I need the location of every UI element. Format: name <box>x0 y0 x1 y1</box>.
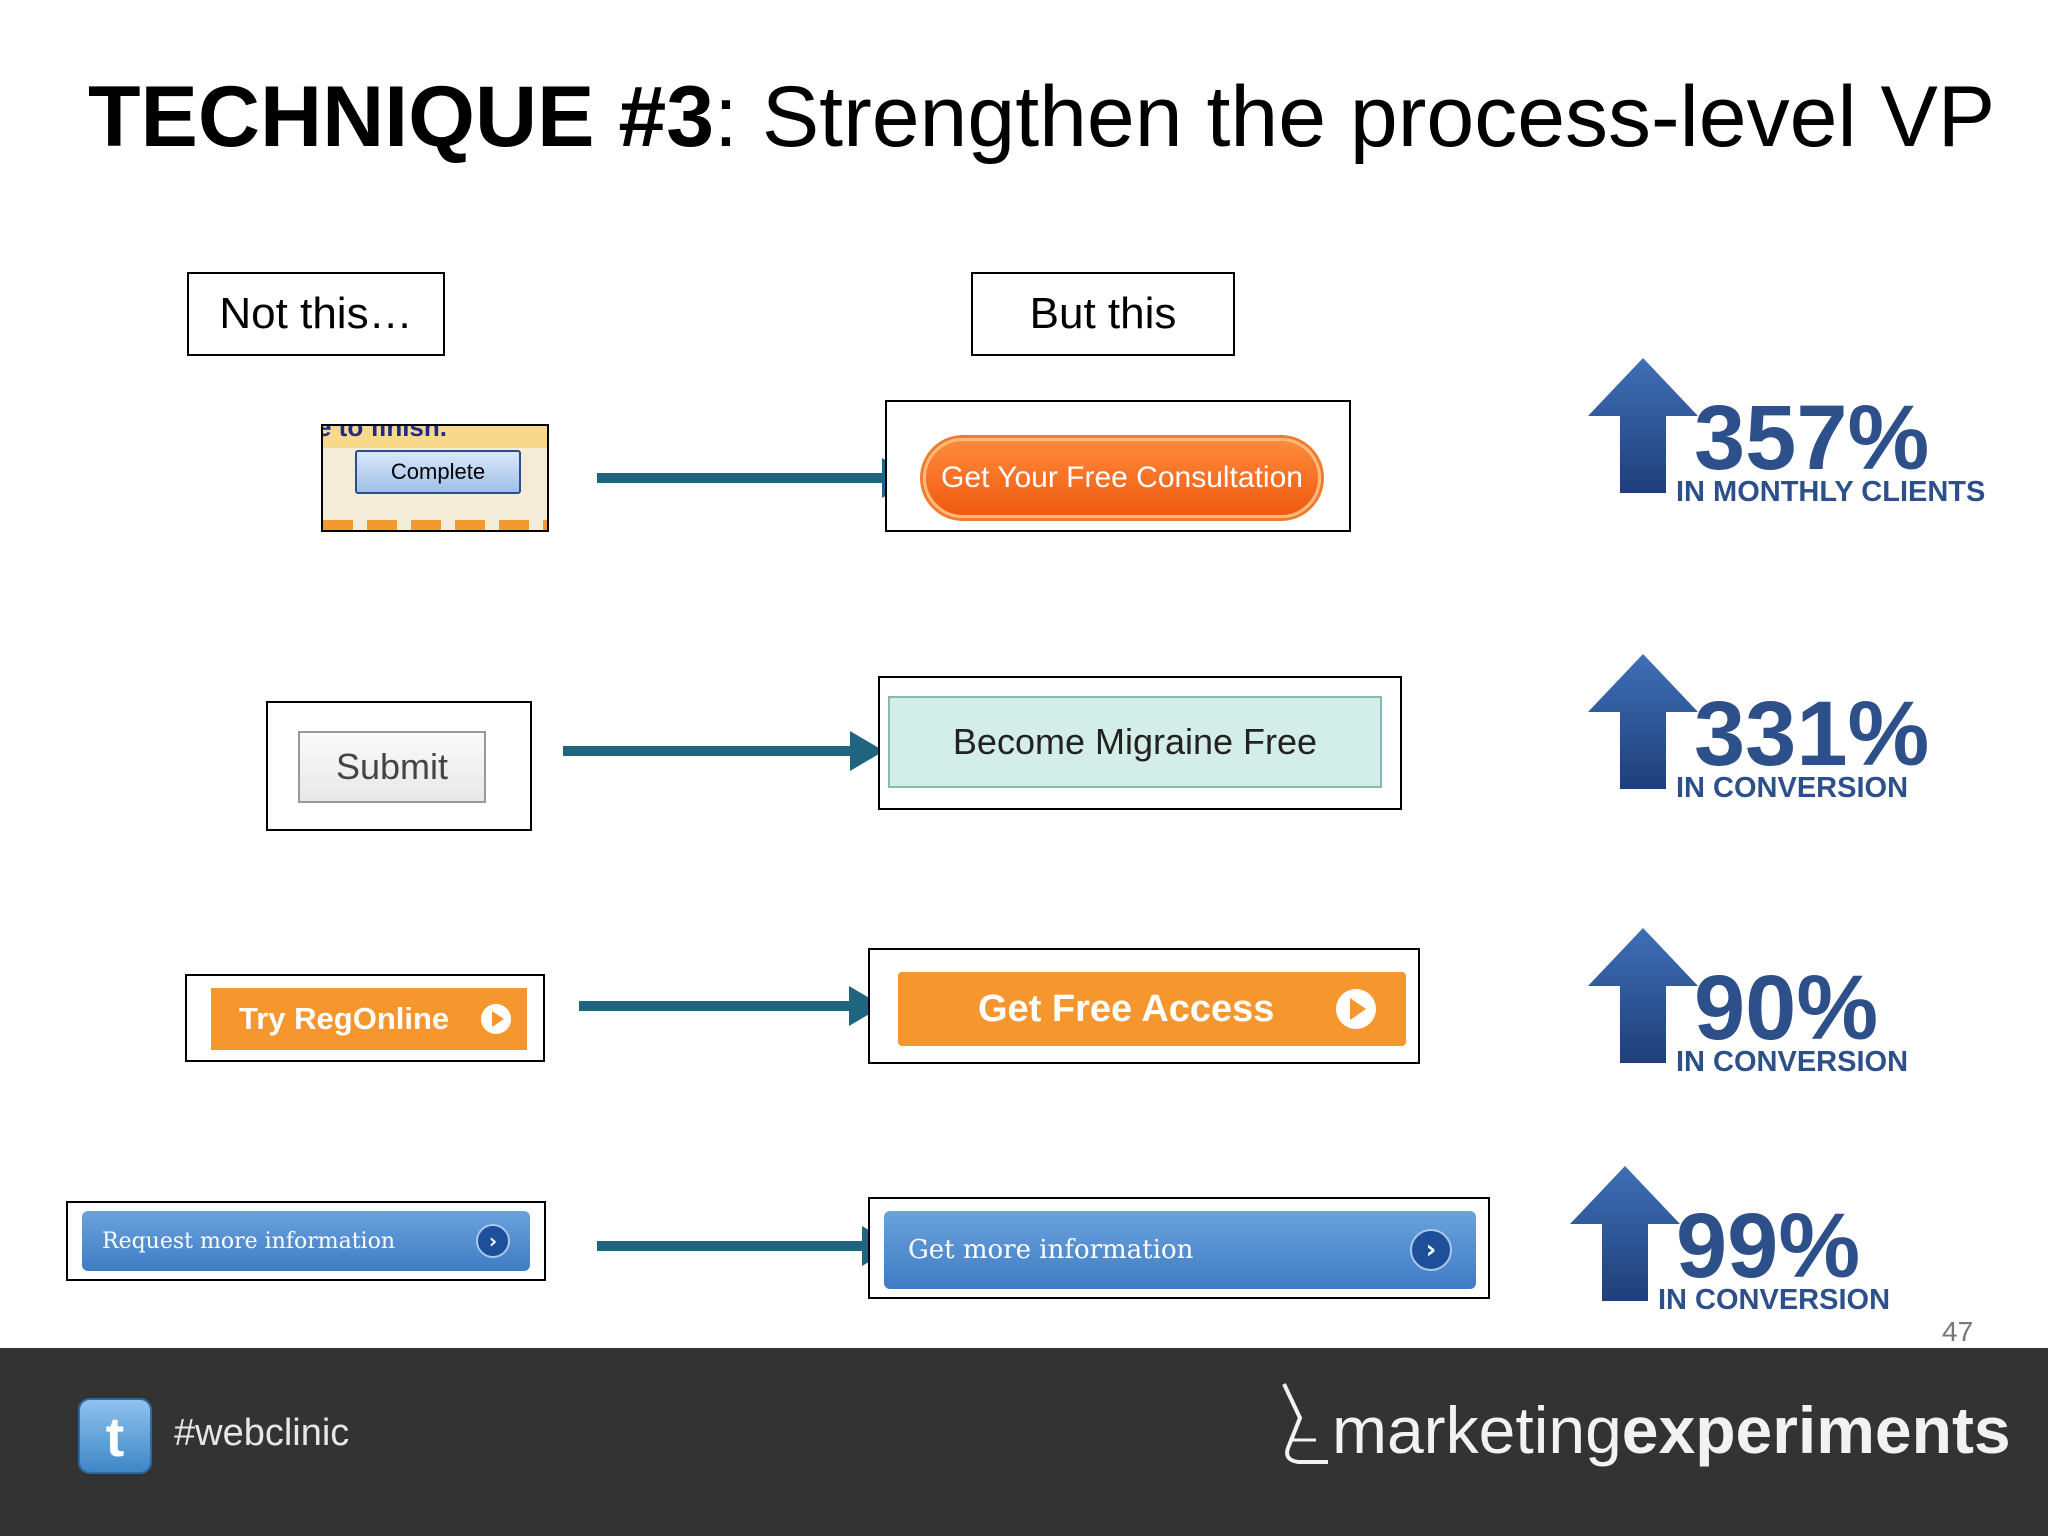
slide-title: TECHNIQUE #3: Strengthen the process-lev… <box>88 68 1995 167</box>
title-bold: TECHNIQUE #3 <box>88 69 715 165</box>
page-number: 47 <box>1942 1316 1974 1347</box>
play-icon <box>481 1004 511 1034</box>
twitter-icon: t <box>78 1398 152 1474</box>
chevron-right-icon: › <box>476 1224 510 1258</box>
get-free-access-button: Get Free Access <box>898 972 1406 1046</box>
submit-button: Submit <box>298 731 486 803</box>
get-free-consultation-button: Get Your Free Consultation <box>923 438 1321 518</box>
row3-old-screenshot: Try RegOnline <box>185 974 545 1062</box>
request-more-information-button: Request more information › <box>82 1211 530 1271</box>
logo-text-bold: experiments <box>1621 1393 2011 1467</box>
hashtag-text: #webclinic <box>174 1412 350 1454</box>
row3-arrow <box>579 1001 852 1011</box>
but-this-label: But this <box>971 272 1235 356</box>
become-migraine-free-button: Become Migraine Free <box>888 696 1382 788</box>
row1-percent: 357% <box>1694 387 1930 489</box>
row1-arrow <box>597 473 885 483</box>
row1-old-screenshot: e to finish. Complete <box>321 424 549 532</box>
logo-text-light: marketing <box>1332 1393 1622 1467</box>
get-more-information-label: Get more information <box>908 1235 1194 1265</box>
complete-button: Complete <box>355 450 521 494</box>
title-rest: : Strengthen the process-level VP <box>714 69 1996 165</box>
row3-new-screenshot: Get Free Access <box>868 948 1420 1064</box>
row1-result-label: IN MONTHLY CLIENTS <box>1676 476 1986 508</box>
try-regonline-label: Try RegOnline <box>239 1001 450 1036</box>
chevron-right-icon: › <box>1410 1229 1452 1271</box>
get-more-information-button: Get more information › <box>884 1211 1476 1289</box>
row1-new-screenshot: Get Your Free Consultation <box>885 400 1351 532</box>
row3-up-arrow-icon <box>1588 928 1698 1063</box>
request-more-information-label: Request more information <box>102 1228 395 1254</box>
row2-new-screenshot: Become Migraine Free <box>878 676 1402 810</box>
row4-result-label: IN CONVERSION <box>1658 1284 1891 1316</box>
row4-percent: 99% <box>1676 1195 1861 1297</box>
row1-up-arrow-icon <box>1588 358 1698 493</box>
flask-logo-icon <box>1282 1383 1328 1464</box>
get-free-access-label: Get Free Access <box>978 987 1275 1030</box>
row2-arrow <box>563 746 853 756</box>
row1-old-strip-text: e to finish. <box>321 424 447 442</box>
row4-new-screenshot: Get more information › <box>868 1197 1490 1299</box>
row2-percent: 331% <box>1694 683 1930 785</box>
footer-bar <box>0 1348 2048 1536</box>
row4-arrow <box>597 1241 865 1251</box>
row3-result-label: IN CONVERSION <box>1676 1046 1909 1078</box>
row2-result-label: IN CONVERSION <box>1676 772 1909 804</box>
row3-percent: 90% <box>1694 957 1879 1059</box>
row2-up-arrow-icon <box>1588 654 1698 789</box>
try-regonline-button: Try RegOnline <box>211 988 527 1050</box>
row4-up-arrow-icon <box>1570 1166 1680 1301</box>
row2-old-screenshot: Submit <box>266 701 532 831</box>
not-this-label: Not this… <box>187 272 445 356</box>
row4-old-screenshot: Request more information › <box>66 1201 546 1281</box>
play-icon <box>1336 989 1376 1029</box>
